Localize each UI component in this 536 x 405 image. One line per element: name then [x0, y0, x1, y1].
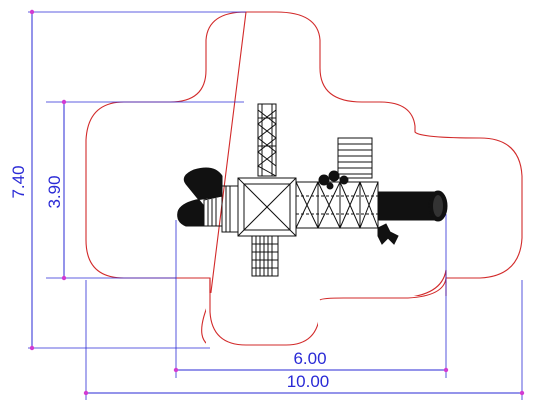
overall-height-label: 7.40 [9, 165, 28, 198]
top-ladder [337, 137, 373, 179]
side-handle [377, 223, 399, 245]
bottom-steps [251, 235, 279, 277]
tunnel-slide [377, 190, 448, 222]
tube-slide [177, 167, 223, 227]
main-tower-roof [237, 177, 297, 237]
vertical-climber [257, 103, 277, 177]
overall-width-label: 10.00 [287, 372, 330, 391]
structure-height-label: 3.90 [45, 175, 64, 208]
net-bridge [295, 170, 379, 229]
structure-width-label: 6.00 [293, 349, 326, 368]
playground-structure [177, 103, 448, 277]
